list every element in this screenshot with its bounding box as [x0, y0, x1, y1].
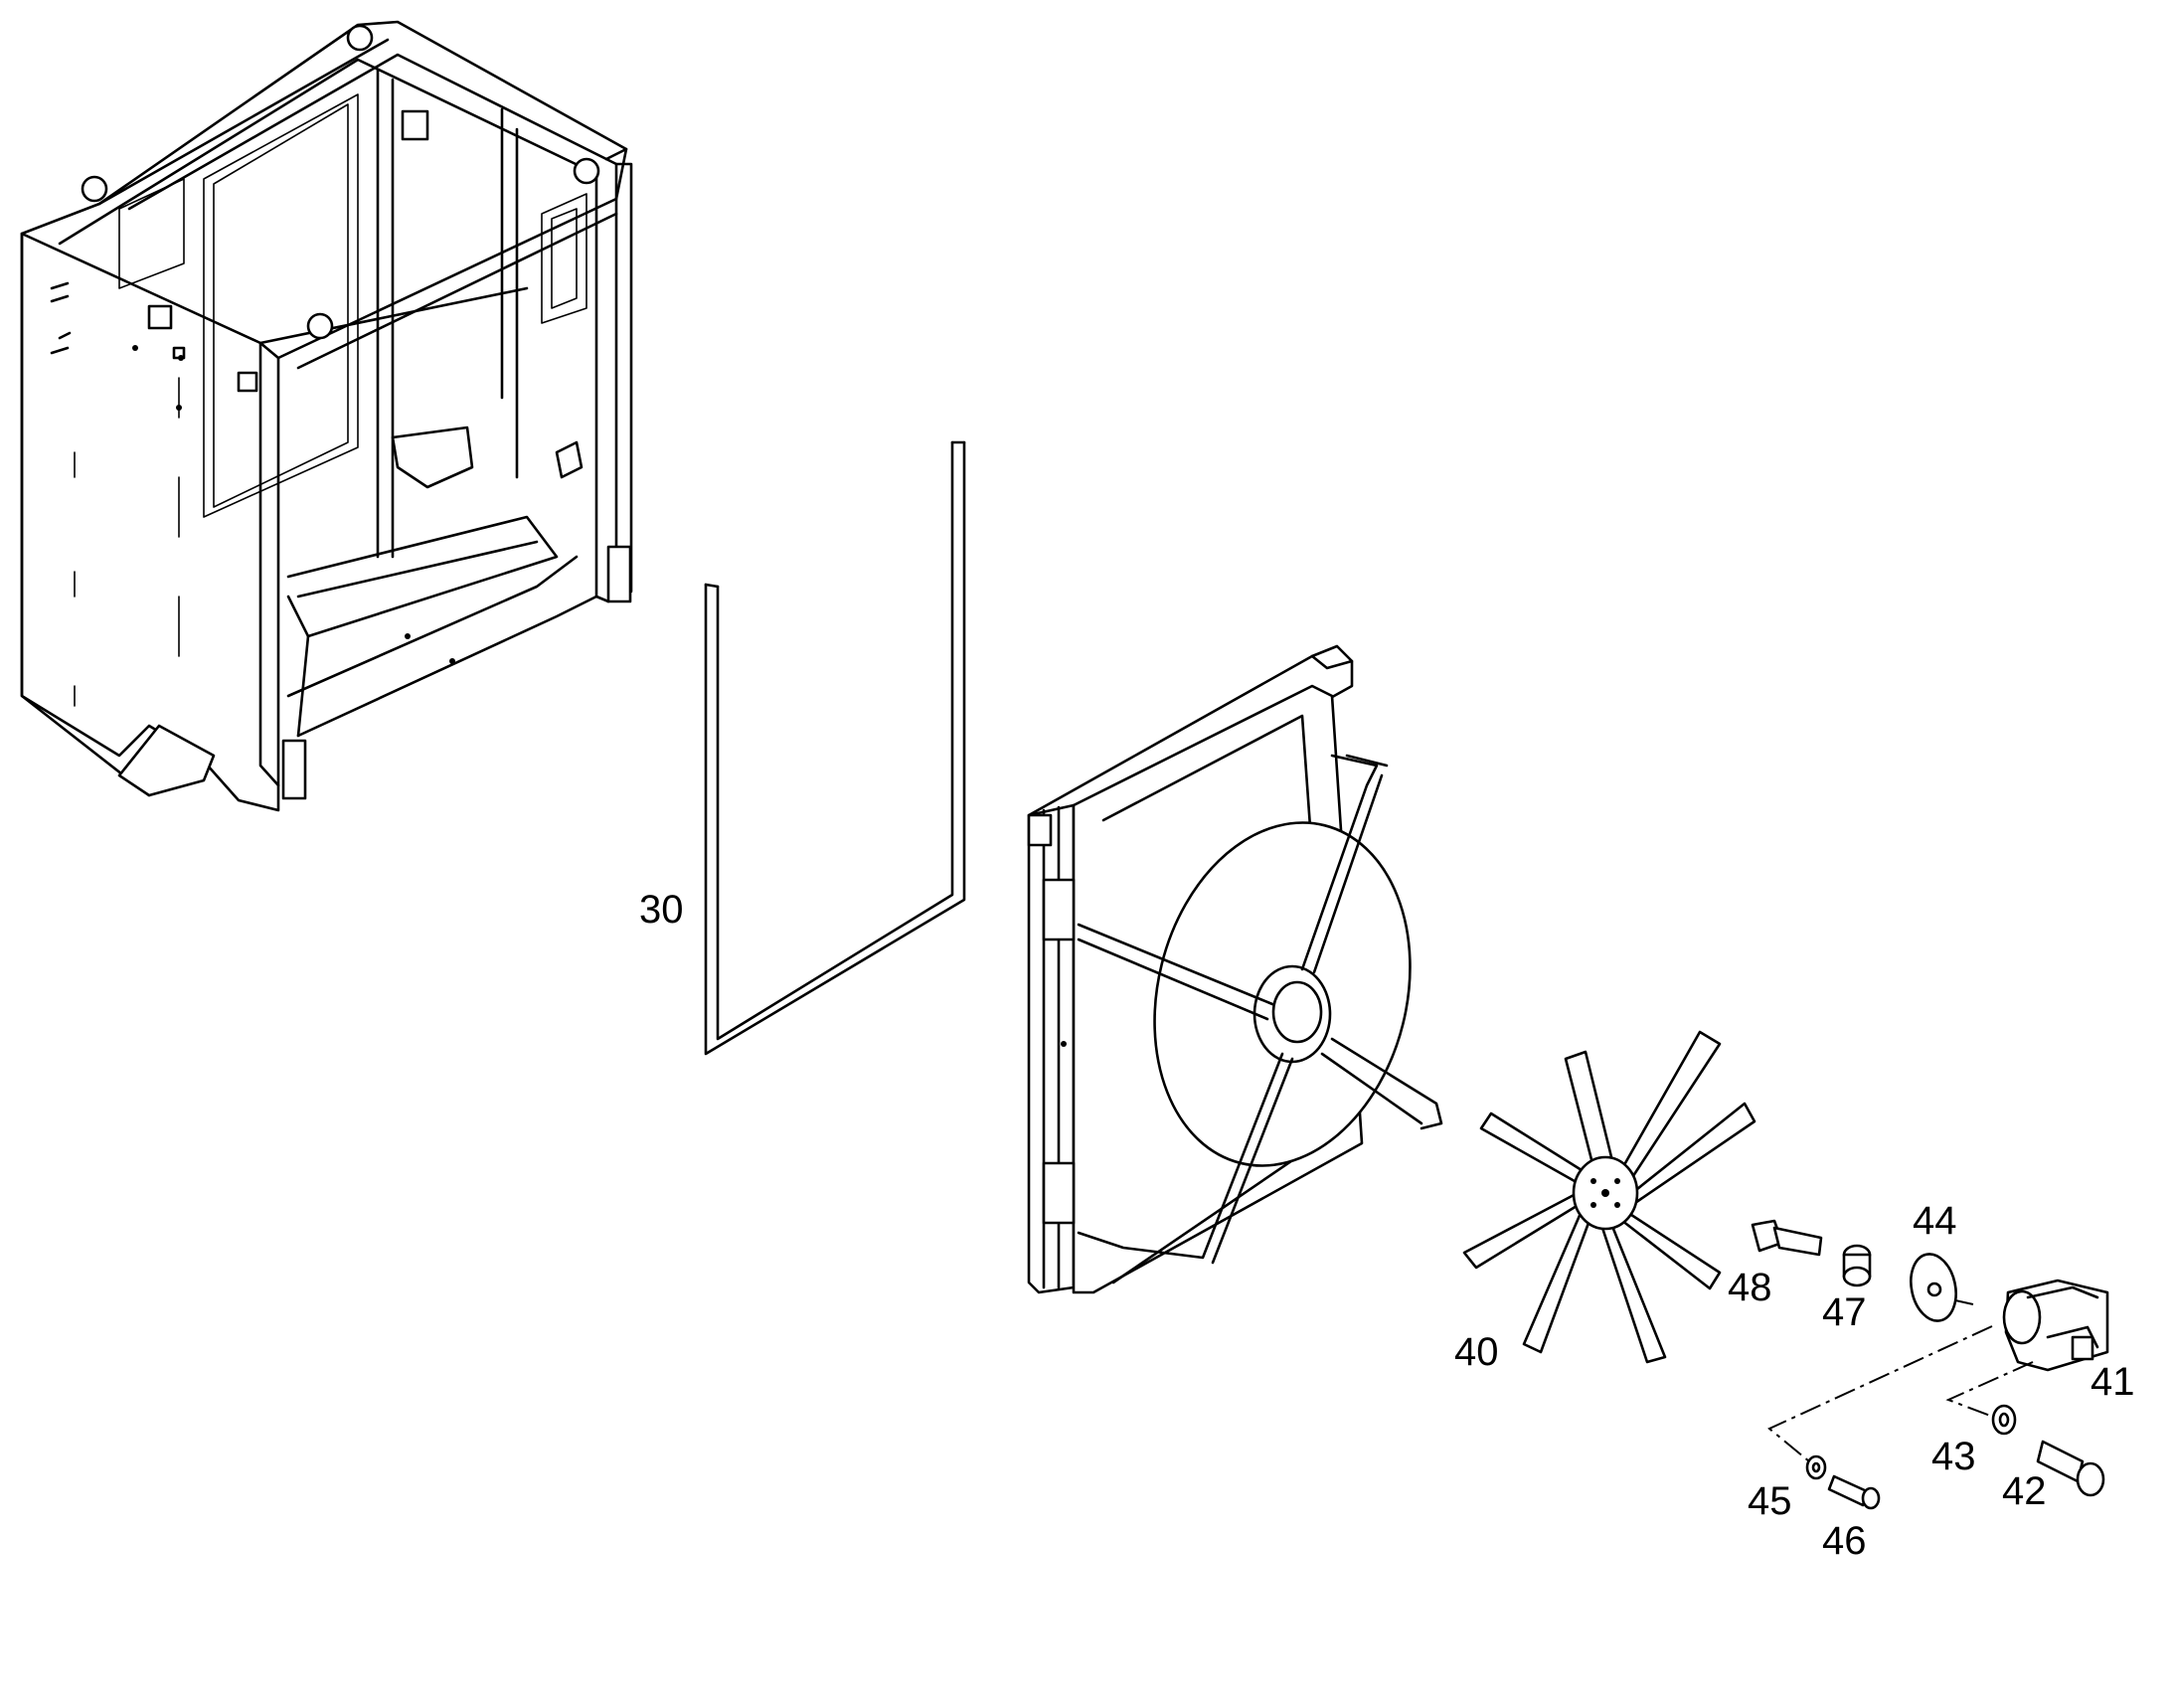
- callout-45: 45: [1748, 1479, 1792, 1523]
- washer-45: [1805, 1454, 1827, 1480]
- callout-44: 44: [1913, 1199, 1957, 1243]
- leader-lines: [1767, 1299, 2034, 1462]
- radiator-shroud: [1027, 644, 1443, 1294]
- callout-40: 40: [1454, 1330, 1499, 1374]
- screw-46: [1827, 1474, 1881, 1510]
- callout-43: 43: [1931, 1435, 1976, 1478]
- enclosure-frame: [20, 20, 633, 812]
- callout-41: 41: [2090, 1360, 2135, 1404]
- spacer-47: [1842, 1244, 1872, 1287]
- callout-30: 30: [639, 888, 684, 932]
- plate-44: [1910, 1253, 1957, 1322]
- callout-47: 47: [1822, 1290, 1867, 1334]
- callout-42: 42: [2002, 1469, 2047, 1513]
- callout-46: 46: [1822, 1519, 1867, 1563]
- bolt-42: [2036, 1440, 2105, 1497]
- seal-gasket: [704, 440, 966, 1056]
- callout-48: 48: [1728, 1266, 1772, 1309]
- fan-motor-41: [2002, 1279, 2109, 1372]
- fan-blade-assembly: [1462, 1030, 1756, 1364]
- washer-43: [1991, 1404, 2017, 1436]
- bolt-48: [1751, 1219, 1823, 1257]
